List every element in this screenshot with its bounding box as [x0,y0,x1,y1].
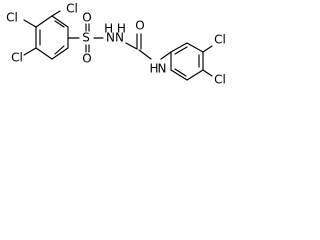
amide-hydrogen-label: H [149,62,158,76]
top-chlorine-label: Cl [66,2,78,16]
bond-right-chlorine-2 [202,69,213,77]
bond-left-chlorine-1 [23,19,37,28]
ring-bond [51,15,69,28]
ring-bond [186,42,204,53]
bond-right-chlorine-1 [202,45,213,53]
sulfonyl-oxygen-top-label: O [82,11,91,25]
ring-double-bond [174,68,187,77]
hydrazine-hydrogen-label: H H [104,22,126,36]
ring-double-bond [174,46,188,55]
left-chlorine-label-2: Cl [11,51,23,65]
amide-nitrogen-label: N [158,62,167,76]
bond-nitrogen-to-right-ring [160,51,172,60]
ring-bond [186,69,204,81]
sulfonyl-oxygen-bottom-label: O [82,52,91,66]
ring-bond [170,42,188,53]
hydrazine-label: NN [106,31,124,45]
carbonyl-oxygen-label: O [135,19,144,33]
ring-bond [35,47,53,60]
ring-bond [170,69,188,81]
chemical-structure-diagram: Cl Cl Cl S O O NN H H O H N Cl Cl [0,0,235,94]
right-chlorine-label-1: Cl [214,33,226,47]
left-benzene-ring [35,15,69,60]
sulfur-label: S [82,31,90,45]
right-benzene-ring [170,42,204,81]
ring-bond [51,47,69,60]
bond-hydrazine-to-carbonyl [125,42,138,50]
bond-left-chlorine-2 [23,47,37,56]
left-chlorine-label-1: Cl [6,11,18,25]
molecule-svg: Cl Cl Cl S O O NN H H O H N Cl Cl [6,2,226,87]
bond-carbonyl-to-amide-nitrogen [138,49,152,60]
ring-bond [35,15,53,28]
right-chlorine-label-2: Cl [214,73,226,87]
ring-double-bond [54,20,65,28]
ring-double-bond [54,45,65,55]
bond-top-chlorine [51,10,61,17]
